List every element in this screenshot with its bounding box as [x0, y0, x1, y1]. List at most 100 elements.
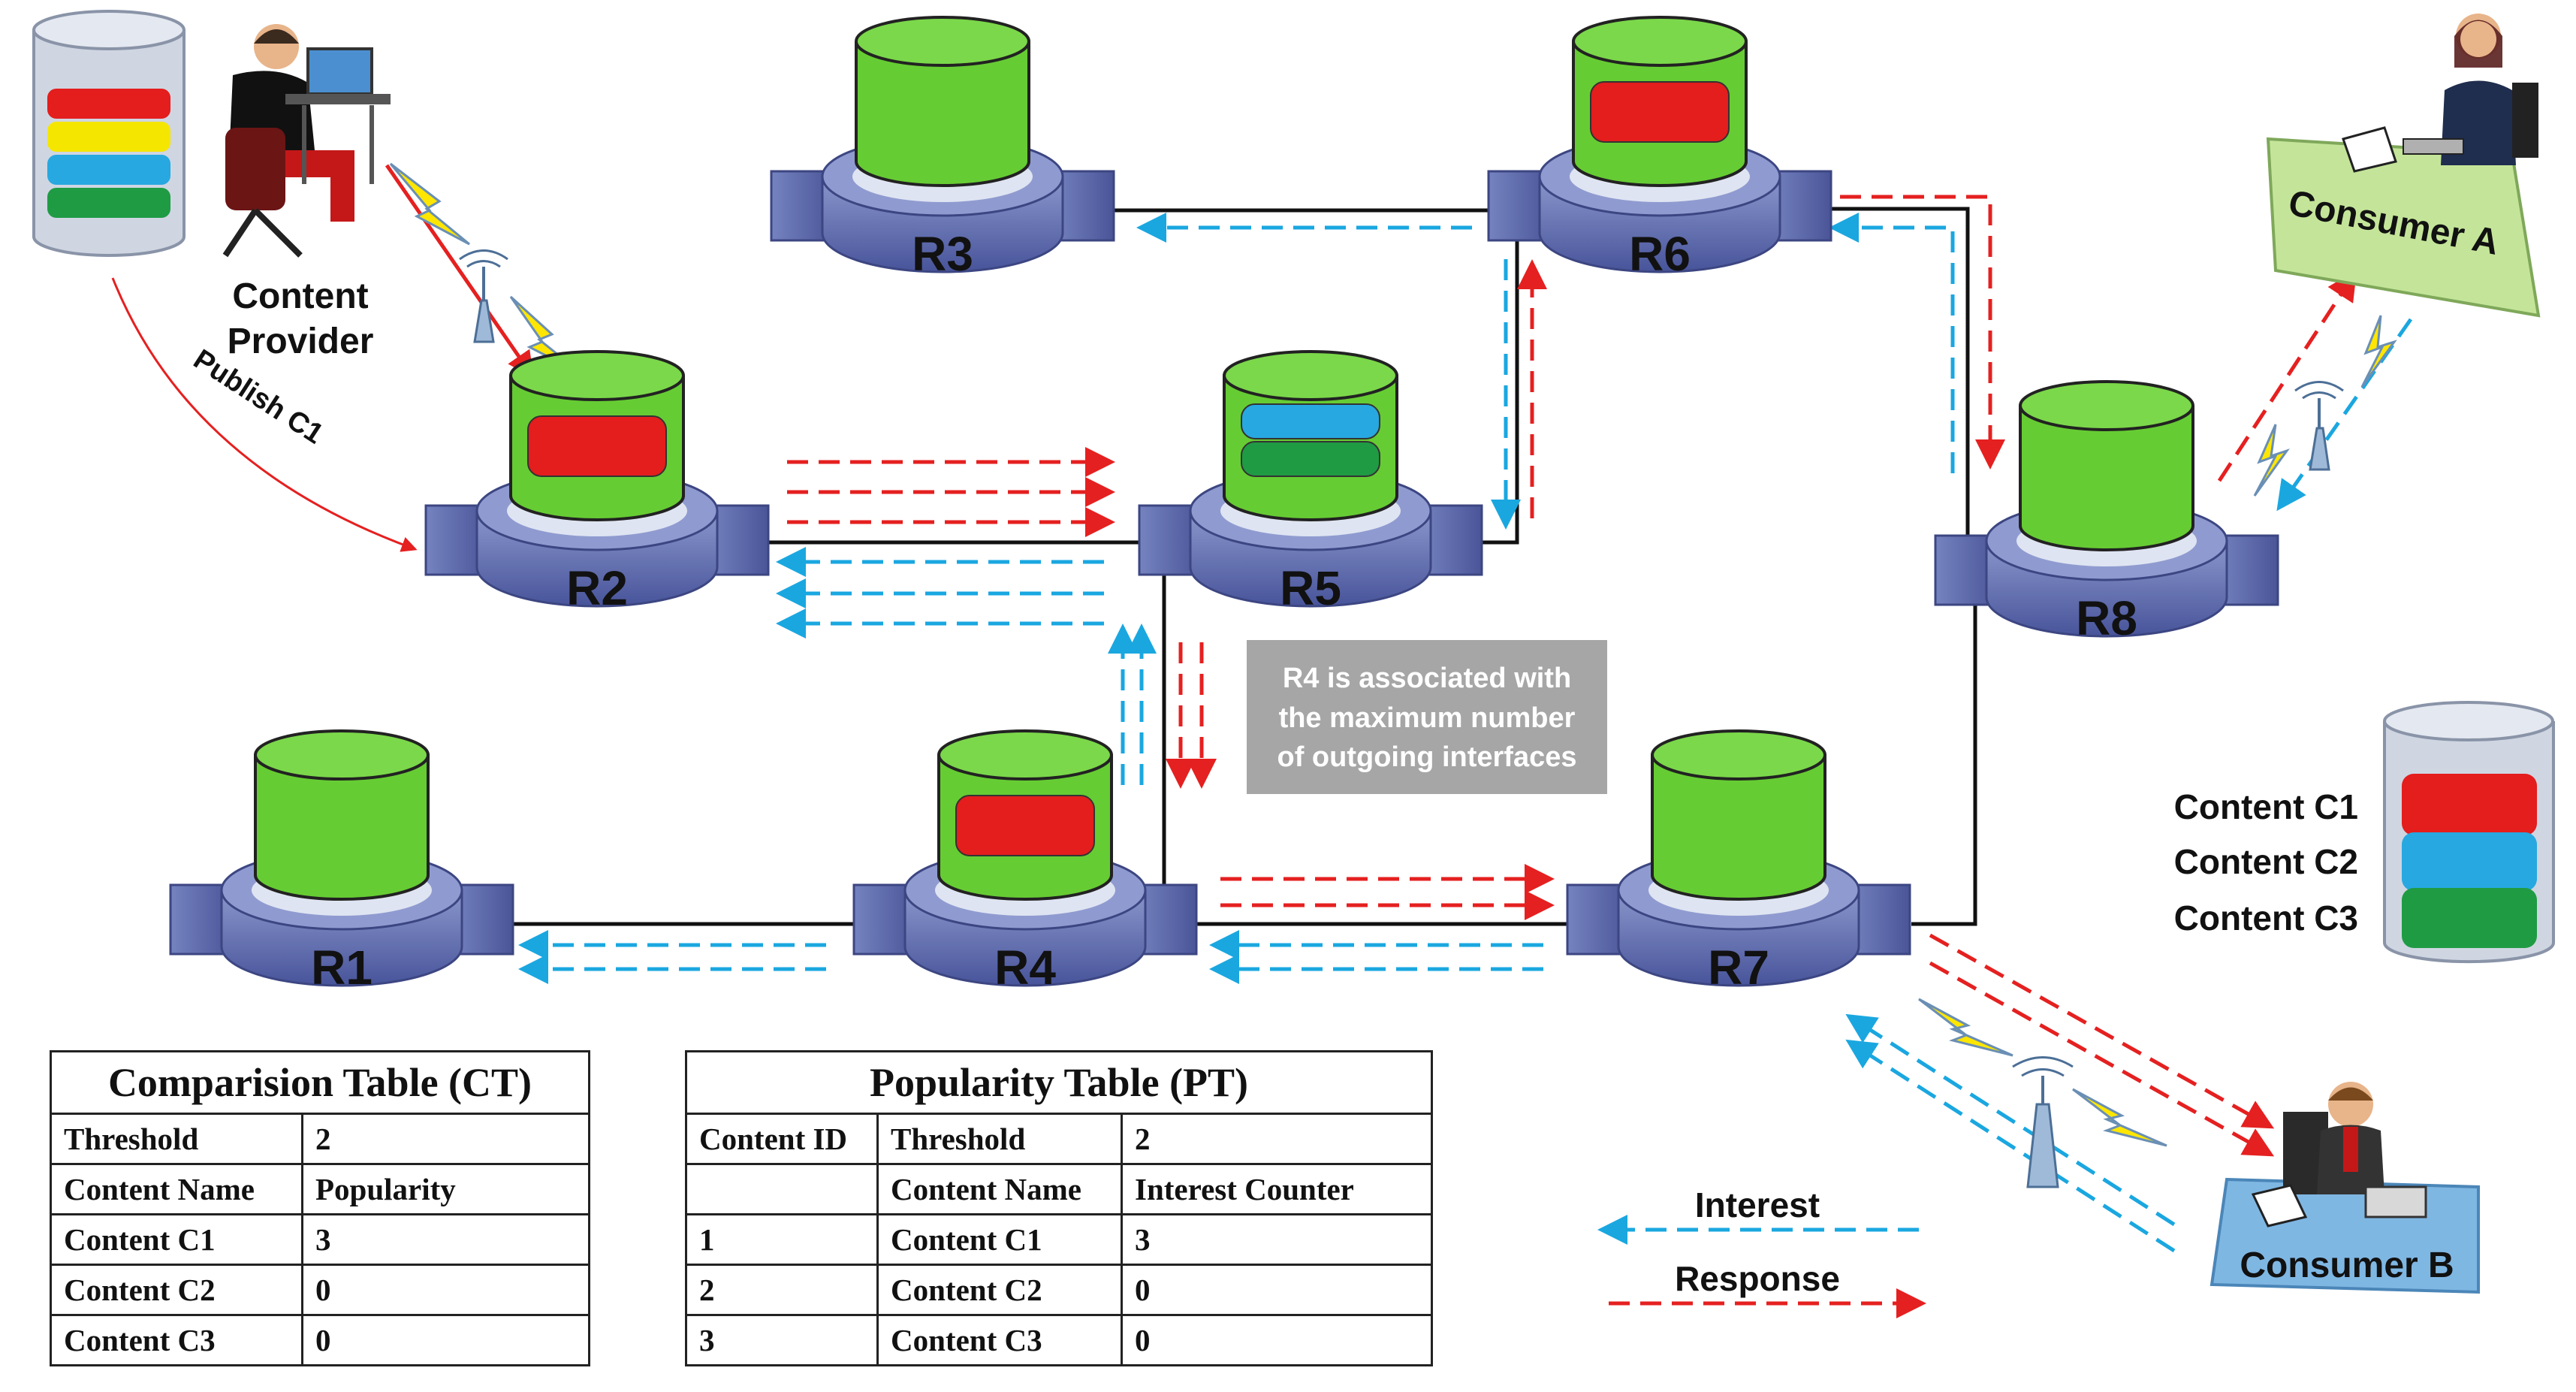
content-legend-c3: Content C3 — [2174, 898, 2358, 938]
antenna-icon — [2012, 1056, 2074, 1188]
table-cell: Content C1 — [876, 1213, 1123, 1266]
cache-store-top — [1223, 350, 1398, 401]
table-cell: 3 — [685, 1314, 879, 1366]
consumer-b-label: Consumer B — [2240, 1246, 2454, 1285]
provider-label-line1: Content — [232, 276, 368, 316]
table-cell: 2 — [685, 1264, 879, 1316]
router-r1: R1 — [169, 729, 514, 995]
table-cell: Content Name — [50, 1163, 303, 1215]
cache-store-top — [1651, 729, 1826, 781]
cached-content-green — [1241, 441, 1380, 477]
antenna-icon — [2294, 381, 2344, 471]
cache-store-top — [2019, 380, 2194, 431]
table-cell — [685, 1163, 879, 1215]
table-cell: 0 — [301, 1264, 590, 1316]
router-label: R1 — [311, 941, 373, 995]
router-r8: R8 — [1934, 380, 2279, 645]
lightning-icon — [2253, 424, 2290, 497]
table-cell: Content C2 — [876, 1264, 1123, 1316]
cache-store-icon — [2019, 406, 2194, 551]
table-cell: 0 — [1121, 1314, 1433, 1366]
table-cell: 2 — [1121, 1113, 1433, 1165]
content-provider-icon — [222, 24, 391, 258]
table-cell: Content C1 — [50, 1213, 303, 1266]
note-line2: the maximum number — [1279, 702, 1576, 734]
content-legend-c2: Content C2 — [2174, 842, 2358, 881]
table-cell: 1 — [685, 1213, 879, 1266]
content-legend-c1: Content C1 — [2174, 787, 2358, 826]
cache-store-top — [855, 16, 1030, 67]
response-arrows — [787, 195, 2357, 1157]
router-label: R8 — [2076, 591, 2137, 645]
link-r5-r6 — [1472, 225, 1519, 545]
interest-arrow — [1845, 1039, 2176, 1253]
cache-store-top — [254, 729, 430, 781]
table-cell: Content C2 — [50, 1264, 303, 1316]
link-r7-r8 — [1911, 601, 1977, 926]
note-line1: R4 is associated with — [1283, 663, 1571, 694]
consumer-b-icon — [2210, 1082, 2480, 1294]
router-r3: R3 — [770, 16, 1115, 281]
response-arrow — [2217, 270, 2357, 482]
cache-store-icon — [855, 41, 1030, 187]
lightning-icon — [2360, 315, 2397, 388]
interest-arrow — [1829, 213, 1955, 473]
response-arrow — [1929, 961, 2275, 1157]
note-line3: of outgoing interfaces — [1277, 741, 1577, 773]
cache-store-icon — [254, 755, 430, 901]
interest-arrow — [1845, 1013, 2176, 1227]
interest-arrows — [518, 213, 2413, 1253]
router-r7: R7 — [1566, 729, 1911, 995]
response-legend-label: Response — [1675, 1259, 1840, 1298]
router-r4: R4 — [852, 729, 1198, 995]
provider-link-arrow — [385, 164, 534, 379]
router-r6: R6 — [1487, 16, 1832, 281]
cached-content-red — [1590, 81, 1730, 143]
table-cell: Popularity — [301, 1163, 590, 1215]
router-r2: R2 — [424, 350, 770, 615]
table-cell: Content C3 — [50, 1314, 303, 1366]
router-label: R6 — [1629, 227, 1691, 281]
publish-curve — [111, 277, 418, 552]
router-label: R7 — [1708, 941, 1769, 995]
lightning-icon — [389, 162, 470, 246]
table-cell: Threshold — [50, 1113, 303, 1165]
table-cell: 3 — [301, 1213, 590, 1266]
cache-store-top — [1572, 16, 1748, 67]
router-label: R4 — [994, 941, 1056, 995]
lightning-icon — [2072, 1088, 2167, 1147]
router-label: R5 — [1280, 561, 1341, 615]
router-label: R2 — [566, 561, 628, 615]
cache-store-top — [937, 729, 1113, 781]
consumer-a-icon — [2266, 14, 2541, 318]
router-r5: R5 — [1138, 350, 1483, 615]
table-cell: 0 — [1121, 1264, 1433, 1316]
comparison-table-title: Comparision Table (CT) — [50, 1050, 590, 1115]
table-cell: 0 — [301, 1314, 590, 1366]
content-store-icon — [32, 10, 186, 257]
interest-legend-label: Interest — [1695, 1185, 1820, 1224]
table-cell: 3 — [1121, 1213, 1433, 1266]
table-cell: Content C3 — [876, 1314, 1123, 1366]
antenna-icon — [459, 249, 508, 343]
provider-label-line2: Provider — [228, 322, 374, 361]
table-cell: Interest Counter — [1121, 1163, 1433, 1215]
popularity-table-title: Popularity Table (PT) — [685, 1050, 1433, 1115]
note-box — [1247, 640, 1607, 794]
cached-content-red — [955, 795, 1095, 856]
wireless-bolts — [389, 162, 2397, 1147]
router-label: R3 — [912, 227, 973, 281]
